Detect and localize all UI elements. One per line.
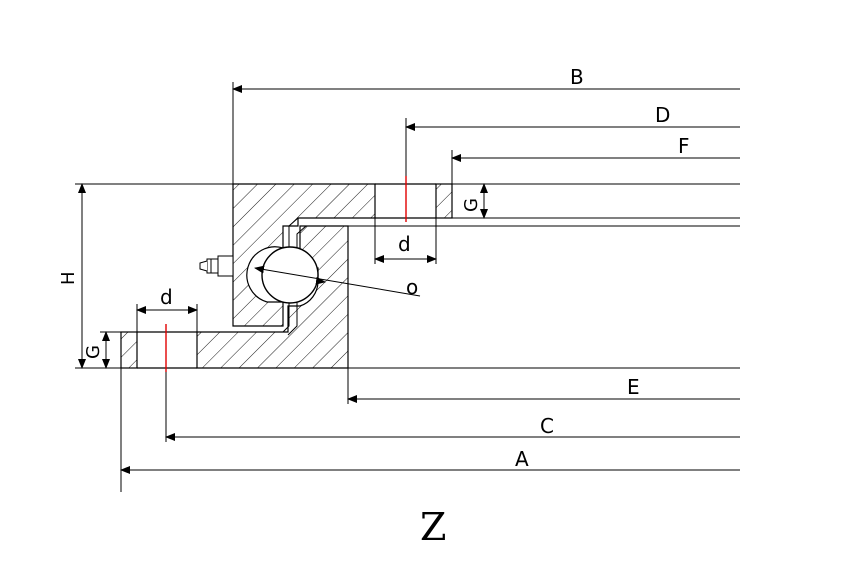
- dimension-lines: [78, 85, 740, 474]
- label-E: E: [627, 375, 640, 399]
- view-label: Z: [420, 505, 446, 549]
- outer-ring-hatch-right: [435, 183, 453, 219]
- label-C: C: [540, 414, 554, 438]
- label-H: H: [58, 271, 79, 285]
- outer-ring-hatch-left: [232, 183, 376, 327]
- label-d-bottom: d: [160, 285, 173, 309]
- label-G-bottom: G: [83, 345, 104, 359]
- inner-ring-hatch-flange-left: [120, 331, 138, 369]
- label-o: o: [406, 275, 418, 299]
- label-B: B: [570, 65, 584, 89]
- label-F: F: [678, 134, 690, 158]
- label-A: A: [515, 447, 529, 471]
- rolling-ball: [261, 246, 319, 304]
- ring-gap-outline-inner: [287, 225, 740, 336]
- ball-leader-line: [254, 265, 421, 297]
- label-d-top: d: [398, 232, 411, 256]
- ring-gap-outline: [282, 217, 740, 333]
- label-D: D: [655, 103, 670, 127]
- grease-nipple-icon: [199, 255, 234, 277]
- label-G-top: G: [461, 198, 482, 212]
